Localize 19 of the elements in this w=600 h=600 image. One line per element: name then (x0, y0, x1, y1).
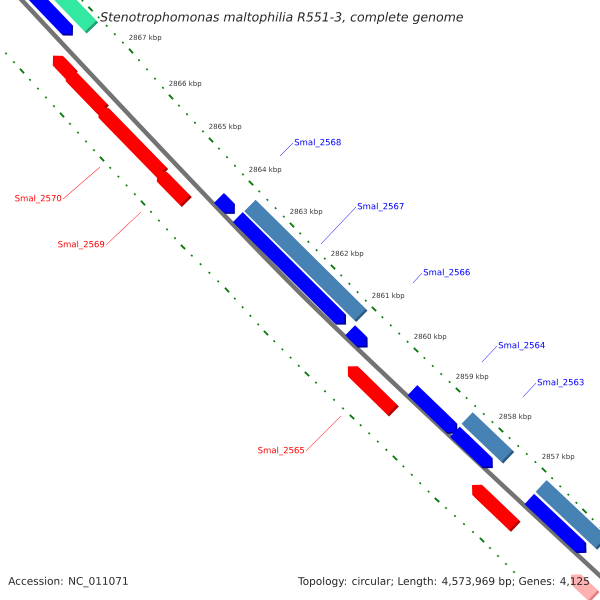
leader-line (482, 346, 498, 362)
leader-line (522, 382, 536, 398)
gene-label: Smal_2564 (498, 342, 545, 350)
leader-line (62, 166, 100, 200)
gene-label: Smal_2565 (258, 446, 304, 456)
gene-label: Smal_2566 (424, 268, 470, 278)
gene-label: Smal_2569 (58, 240, 104, 250)
footer-text: Accession: NC_011071 (8, 576, 128, 588)
leader-line (306, 416, 342, 452)
leader-line (412, 272, 422, 284)
gene-label: Smal_2567 (358, 202, 404, 212)
leader-line (280, 142, 294, 156)
gene-label: Smal_2568 (294, 138, 341, 148)
gene-label: Smal_2570 (15, 194, 62, 204)
title: Stenotrophomonas maltophilia R551-3, complete genome (100, 12, 463, 24)
leader-line (320, 206, 356, 244)
footer-text: Topology: circular; Length: 4,573,969 bp; Genes: 4,125 (298, 576, 589, 588)
leader-line (106, 212, 142, 246)
gene-label: Smal_2563 (538, 378, 584, 388)
